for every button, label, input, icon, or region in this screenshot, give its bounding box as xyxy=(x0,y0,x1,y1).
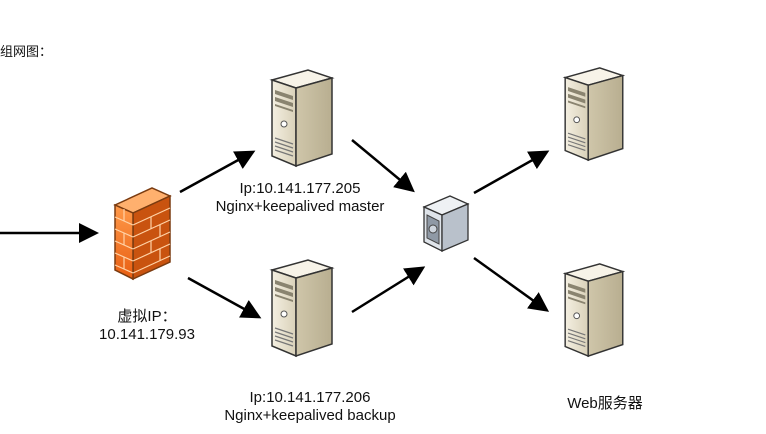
switch-icon xyxy=(422,195,470,253)
arrow-backup-to-switch xyxy=(351,266,426,314)
backup-server-icon xyxy=(271,259,333,357)
web-servers-label: Web服务器 xyxy=(567,395,643,412)
master-role: Nginx+keepalived master xyxy=(215,198,385,215)
firewall-icon xyxy=(113,187,172,281)
backup-ip: Ip:10.141.177.206 xyxy=(249,389,371,406)
arrow-master-to-switch xyxy=(351,139,415,193)
virtual-ip-address: 10.141.179.93 xyxy=(99,326,195,343)
backup-role: Nginx+keepalived backup xyxy=(224,407,396,424)
web-server-2-icon xyxy=(564,263,624,357)
arrow-switch-to-web2 xyxy=(473,256,550,312)
arrow-to-master xyxy=(179,150,256,194)
web-server-1-icon xyxy=(564,67,624,161)
diagram-title: 组网图： xyxy=(0,44,53,59)
master-server-label: Ip:10.141.177.205 Nginx+keepalived maste… xyxy=(195,180,405,216)
arrow-switch-to-web1 xyxy=(473,150,550,195)
master-server-icon xyxy=(271,69,333,167)
virtual-ip-caption: 虚拟IP： xyxy=(117,308,177,325)
master-ip: Ip:10.141.177.205 xyxy=(239,180,361,197)
backup-server-label: Ip:10.141.177.206 Nginx+keepalived backu… xyxy=(205,389,415,425)
arrow-to-backup xyxy=(187,276,262,319)
virtual-ip-label: 虚拟IP： 10.141.179.93 xyxy=(82,308,212,344)
